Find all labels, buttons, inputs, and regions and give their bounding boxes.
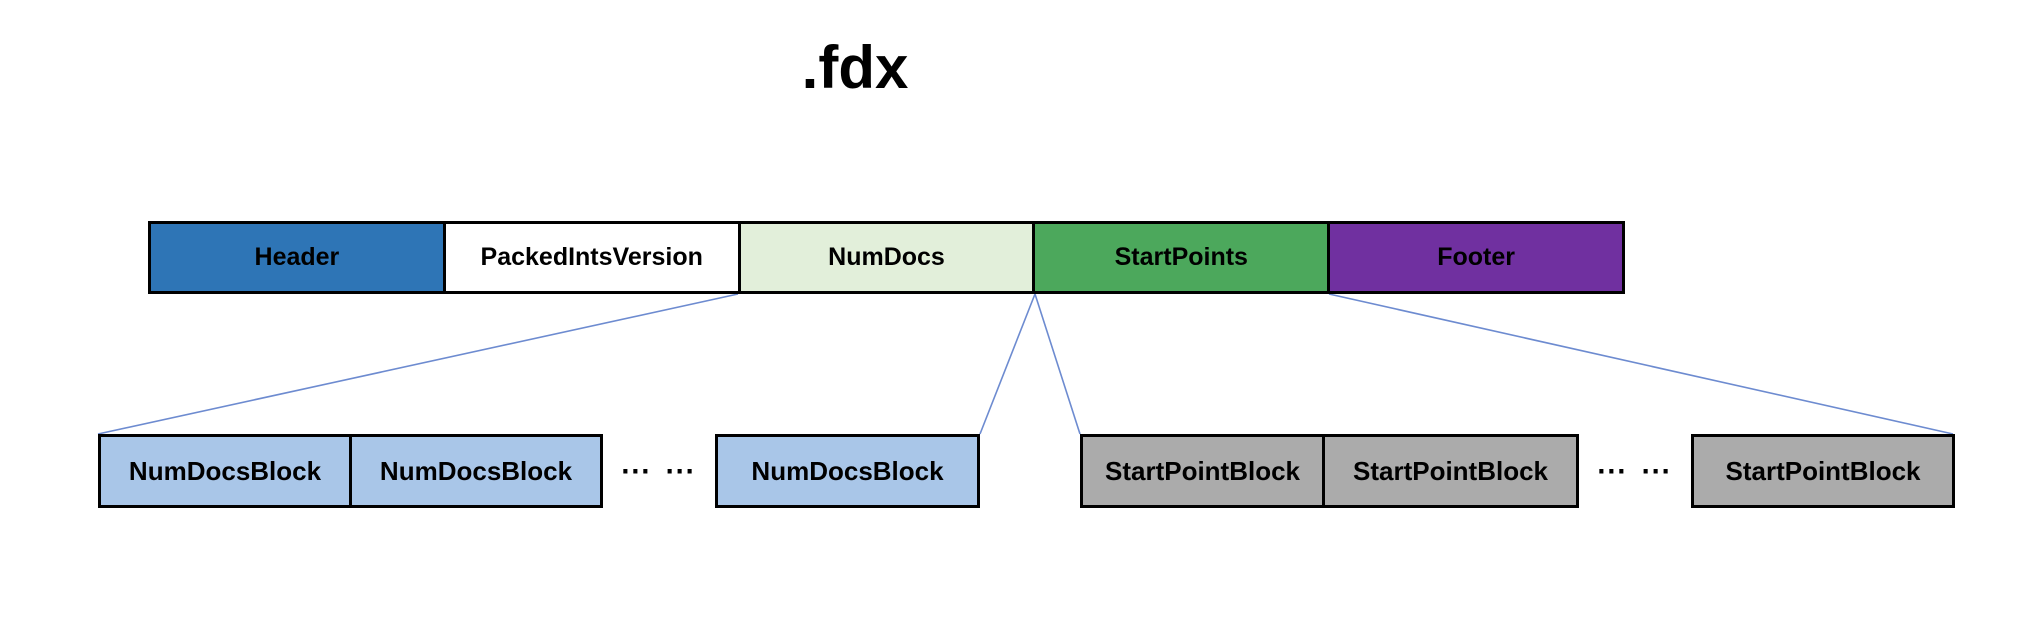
numdocsblock-1: NumDocsBlock xyxy=(98,434,352,508)
startpointblock-1: StartPointBlock xyxy=(1080,434,1325,508)
segment-label: Footer xyxy=(1437,243,1515,271)
segment-label: StartPoints xyxy=(1114,243,1248,271)
segment-label: NumDocs xyxy=(828,243,945,271)
diagram-title: .fdx xyxy=(801,34,909,101)
block-label: StartPointBlock xyxy=(1104,455,1301,486)
segment-startpoints: StartPoints xyxy=(1032,221,1331,294)
block-label: StartPointBlock xyxy=(1352,455,1549,486)
connector-line-numdocs-left xyxy=(97,293,739,435)
segment-label: Header xyxy=(254,243,340,271)
numdocsblock-3: NumDocsBlock xyxy=(715,434,980,508)
startpoints-ellipsis: ⋯ ⋯ xyxy=(1596,454,1674,488)
segment-packedintsversion: PackedIntsVersion xyxy=(442,221,741,294)
block-label: NumDocsBlock xyxy=(751,455,944,486)
startpointblock-2: StartPointBlock xyxy=(1322,434,1579,508)
segment-label: PackedIntsVersion xyxy=(480,243,703,271)
connector-line-startpoints-left xyxy=(1034,293,1081,435)
block-label: StartPointBlock xyxy=(1725,455,1921,486)
segment-header: Header xyxy=(148,221,446,294)
segment-footer: Footer xyxy=(1327,221,1625,294)
segment-numdocs: NumDocs xyxy=(737,221,1036,294)
connector-line-numdocs-right xyxy=(979,293,1036,435)
format-bar: Header PackedIntsVersion NumDocs StartPo… xyxy=(148,221,1625,294)
numdocsblock-2: NumDocsBlock xyxy=(349,434,603,508)
numdocs-ellipsis: ⋯ ⋯ xyxy=(620,454,698,488)
block-label: NumDocsBlock xyxy=(128,455,322,486)
startpointblock-3: StartPointBlock xyxy=(1691,434,1955,508)
connector-line-startpoints-right xyxy=(1328,293,1954,435)
block-label: NumDocsBlock xyxy=(379,455,573,486)
